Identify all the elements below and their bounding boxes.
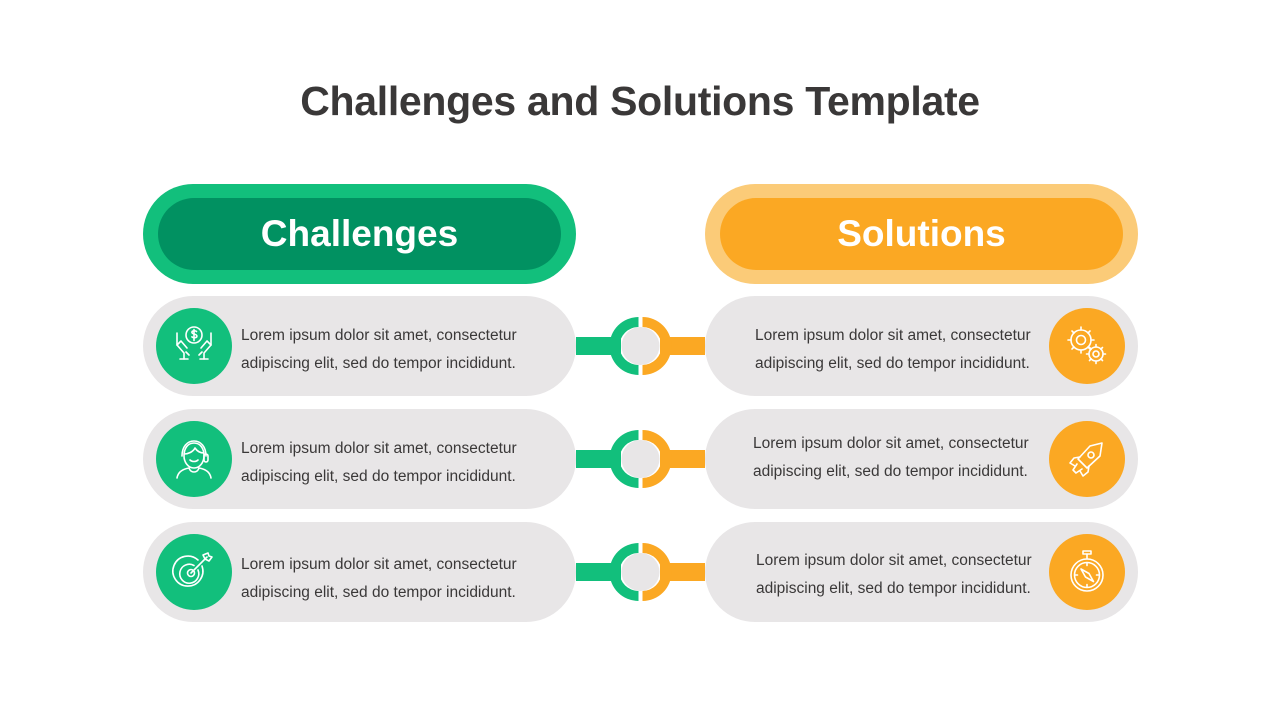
challenges-header-label: Challenges bbox=[158, 198, 561, 270]
challenges-header: Challenges bbox=[143, 184, 576, 284]
gears-icon bbox=[1049, 308, 1125, 384]
money-in-hands-icon bbox=[156, 308, 232, 384]
target-arrow-icon bbox=[156, 534, 232, 610]
customer-support-headset-icon bbox=[156, 421, 232, 497]
challenge-card-3: Lorem ipsum dolor sit amet, consectetur … bbox=[143, 522, 576, 622]
challenge-text-2: Lorem ipsum dolor sit amet, consectetur … bbox=[241, 440, 517, 485]
rocket-icon bbox=[1049, 421, 1125, 497]
solutions-header: Solutions bbox=[705, 184, 1138, 284]
solution-text-1: Lorem ipsum dolor sit amet, consectetur … bbox=[755, 327, 1031, 372]
challenge-text-3: Lorem ipsum dolor sit amet, consectetur … bbox=[241, 556, 517, 601]
solution-card-3: Lorem ipsum dolor sit amet, consectetur … bbox=[705, 522, 1138, 622]
page-title: Challenges and Solutions Template bbox=[300, 78, 980, 124]
challenge-card-2: Lorem ipsum dolor sit amet, consectetur … bbox=[143, 409, 576, 509]
solution-card-2: Lorem ipsum dolor sit amet, consectetur … bbox=[705, 409, 1138, 509]
compass-icon bbox=[1049, 534, 1125, 610]
connector-3 bbox=[576, 542, 705, 602]
solution-text-2: Lorem ipsum dolor sit amet, consectetur … bbox=[753, 435, 1029, 480]
connector-2 bbox=[576, 429, 705, 489]
solution-card-1: Lorem ipsum dolor sit amet, consectetur … bbox=[705, 296, 1138, 396]
challenge-card-1: Lorem ipsum dolor sit amet, consectetur … bbox=[143, 296, 576, 396]
solutions-header-label: Solutions bbox=[720, 198, 1123, 270]
challenge-text-1: Lorem ipsum dolor sit amet, consectetur … bbox=[241, 327, 517, 372]
connector-1 bbox=[576, 316, 705, 376]
solution-text-3: Lorem ipsum dolor sit amet, consectetur … bbox=[756, 552, 1032, 597]
